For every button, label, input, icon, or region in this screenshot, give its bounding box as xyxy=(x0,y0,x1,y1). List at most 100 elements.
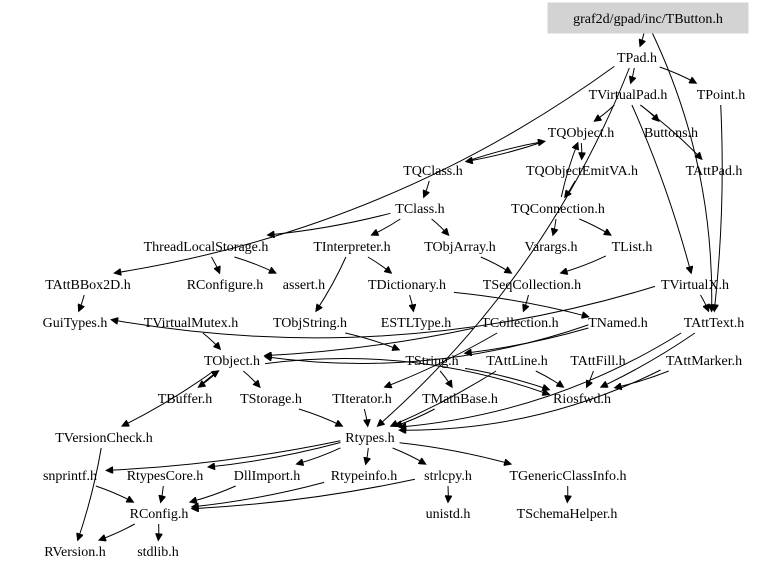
dependency-edge xyxy=(399,442,511,464)
node-label: TVirtualPad.h xyxy=(589,88,668,103)
graph-node: TAttLine.h xyxy=(486,354,547,369)
node-label: TAttLine.h xyxy=(486,354,547,369)
dependency-edge xyxy=(265,327,474,355)
graph-node: TIterator.h xyxy=(332,392,391,407)
dependency-edge xyxy=(95,485,133,502)
graph-node: TPoint.h xyxy=(697,88,746,103)
graph-node: TDictionary.h xyxy=(368,278,446,293)
dependency-edge xyxy=(649,28,711,311)
node-label: TDictionary.h xyxy=(368,278,446,293)
node-label: Riosfwd.h xyxy=(553,392,611,407)
node-label: TGenericClassInfo.h xyxy=(509,469,626,484)
graph-node: TPad.h xyxy=(617,51,657,66)
graph-node: TInterpreter.h xyxy=(313,240,390,255)
node-label: TQConnection.h xyxy=(511,202,605,217)
graph-node: TSeqCollection.h xyxy=(483,278,581,293)
dependency-edge xyxy=(112,285,656,339)
dependency-edge xyxy=(190,485,236,502)
node-label: ESTLType.h xyxy=(381,316,451,331)
graph-node: Buttons.h xyxy=(644,126,698,141)
node-label: Rtypes.h xyxy=(345,431,394,446)
graph-node: TVirtualPad.h xyxy=(589,88,668,103)
dependency-edge xyxy=(615,370,669,388)
graph-node: TVirtualMutex.h xyxy=(144,316,238,331)
graph-node: strlcpy.h xyxy=(424,469,472,484)
dependency-edge xyxy=(465,141,544,162)
node-label: TClass.h xyxy=(395,202,444,217)
graph-node: RtypesCore.h xyxy=(127,469,204,484)
node-label: snprintf.h xyxy=(43,469,97,484)
node-label: TStorage.h xyxy=(240,392,302,407)
dependency-edge xyxy=(202,332,220,349)
dependency-edge xyxy=(392,447,426,464)
dependency-edge xyxy=(366,447,369,464)
graph-node: TStorage.h xyxy=(240,392,302,407)
graph-node: unistd.h xyxy=(426,507,471,522)
dependency-edge xyxy=(431,218,449,235)
dependency-edge xyxy=(400,332,682,427)
dependency-edge xyxy=(439,370,452,387)
dependency-edge xyxy=(192,481,325,507)
graph-node: GuiTypes.h xyxy=(43,316,108,331)
graph-node: TAttText.h xyxy=(684,316,745,331)
dependency-edge xyxy=(298,408,342,426)
graph-node: DllImport.h xyxy=(234,469,301,484)
dependency-edge xyxy=(561,255,607,273)
dependency-edge xyxy=(579,218,610,235)
dependency-edge xyxy=(385,332,498,387)
graph-node: TSchemaHelper.h xyxy=(517,507,618,522)
dependency-edge xyxy=(161,485,164,502)
node-label: TCollection.h xyxy=(481,316,558,331)
node-label: TMathBase.h xyxy=(422,392,498,407)
dependency-edge xyxy=(242,370,259,387)
dependency-edge xyxy=(391,370,497,426)
node-label: TObject.h xyxy=(204,354,260,369)
node-label: TNamed.h xyxy=(588,316,647,331)
node-label: TObjArray.h xyxy=(424,240,496,255)
node-label: TAttFill.h xyxy=(570,354,625,369)
dependency-edge xyxy=(480,256,511,273)
node-label: TAttText.h xyxy=(684,316,745,331)
node-layer: graf2d/gpad/inc/TButton.hTPad.hTVirtualP… xyxy=(43,2,749,560)
graph-node: TQClass.h xyxy=(403,164,463,179)
graph-node: TClass.h xyxy=(395,202,444,217)
graph-node: TAttFill.h xyxy=(570,354,625,369)
node-label: strlcpy.h xyxy=(424,469,472,484)
dependency-edge xyxy=(265,357,549,394)
node-label: TString.h xyxy=(405,354,458,369)
dependency-edge xyxy=(208,442,341,468)
node-label: TIterator.h xyxy=(332,392,391,407)
dependency-edge xyxy=(524,294,529,311)
dependency-edge xyxy=(465,327,589,353)
graph-node: TObjString.h xyxy=(273,316,347,331)
graph-node: Rtypeinfo.h xyxy=(331,469,398,484)
node-label: TInterpreter.h xyxy=(313,240,390,255)
dependency-edge xyxy=(378,67,630,426)
dependency-edge xyxy=(560,143,577,198)
graph-node: TAttMarker.h xyxy=(666,354,742,369)
node-label: RConfigure.h xyxy=(187,278,264,293)
graph-node: assert.h xyxy=(283,278,325,293)
graph-node: ESTLType.h xyxy=(381,316,451,331)
graph-node: TList.h xyxy=(612,240,653,255)
node-label: TSeqCollection.h xyxy=(483,278,581,293)
node-label: ThreadLocalStorage.h xyxy=(144,240,269,255)
node-label: TPad.h xyxy=(617,51,657,66)
dependency-edge xyxy=(640,104,701,159)
dependency-edge xyxy=(211,256,220,273)
dependency-edge xyxy=(595,104,615,121)
node-label: Buttons.h xyxy=(644,126,698,141)
dependency-edge xyxy=(79,294,84,311)
dependency-edge xyxy=(265,324,589,364)
node-label: TQObjectEmitVA.h xyxy=(526,164,638,179)
dependency-edge xyxy=(367,256,391,273)
node-label: stdlib.h xyxy=(137,545,179,560)
dependency-edge xyxy=(453,291,589,316)
graph-node: Riosfwd.h xyxy=(553,392,611,407)
graph-node: TNamed.h xyxy=(588,316,647,331)
graph-node: Varargs.h xyxy=(524,240,577,255)
dependency-edge xyxy=(122,370,214,426)
node-label: TVirtualX.h xyxy=(661,278,729,293)
graph-node: TQObjectEmitVA.h xyxy=(526,164,638,179)
node-label: Varargs.h xyxy=(524,240,577,255)
